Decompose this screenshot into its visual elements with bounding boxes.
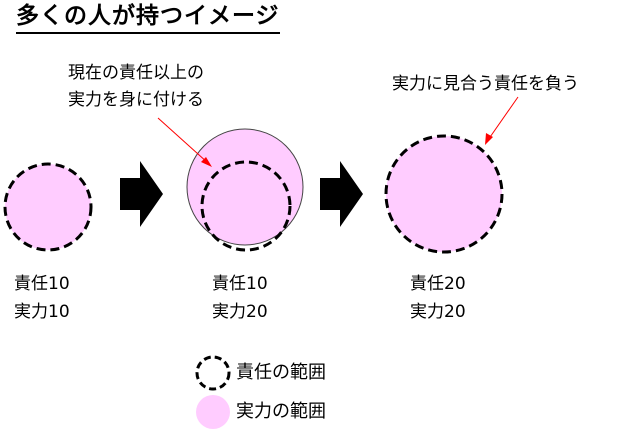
right-arrow-2 xyxy=(320,161,363,227)
stage1-responsibility-label: 責任10 xyxy=(14,274,70,294)
stage2-ability-label: 実力20 xyxy=(212,302,268,322)
right-arrow-1 xyxy=(120,161,163,227)
stage3-ability-label: 実力20 xyxy=(410,302,466,322)
stage3-responsibility-label: 責任20 xyxy=(410,274,466,294)
legend-responsibility-label: 責任の範囲 xyxy=(236,362,326,383)
annotation-middle-line1: 現在の責任以上の xyxy=(68,63,204,83)
annotation-arrow-middle-head xyxy=(201,157,212,167)
stage3-responsibility-circle xyxy=(384,134,504,254)
annotation-arrow-middle xyxy=(157,117,209,164)
page-title: 多くの人が持つイメージ xyxy=(16,2,280,34)
stage2-ability-circle xyxy=(186,128,304,246)
annotation-middle-line2: 実力を身に付ける xyxy=(68,90,204,110)
legend-responsibility-icon xyxy=(195,355,231,391)
stage1-responsibility-circle xyxy=(3,162,93,252)
legend-ability-icon xyxy=(196,395,230,429)
stage3-ability-circle xyxy=(386,136,502,252)
annotation-arrow-right xyxy=(487,96,519,141)
stage1-ability-circle xyxy=(5,164,91,250)
annotation-arrow-right-head xyxy=(485,133,493,145)
stage2-responsibility-circle xyxy=(200,160,292,252)
stage1-ability-label: 実力10 xyxy=(14,302,70,322)
legend-ability-label: 実力の範囲 xyxy=(236,401,326,422)
stage2-responsibility-label: 責任10 xyxy=(212,274,268,294)
annotation-right: 実力に見合う責任を負う xyxy=(392,74,579,94)
